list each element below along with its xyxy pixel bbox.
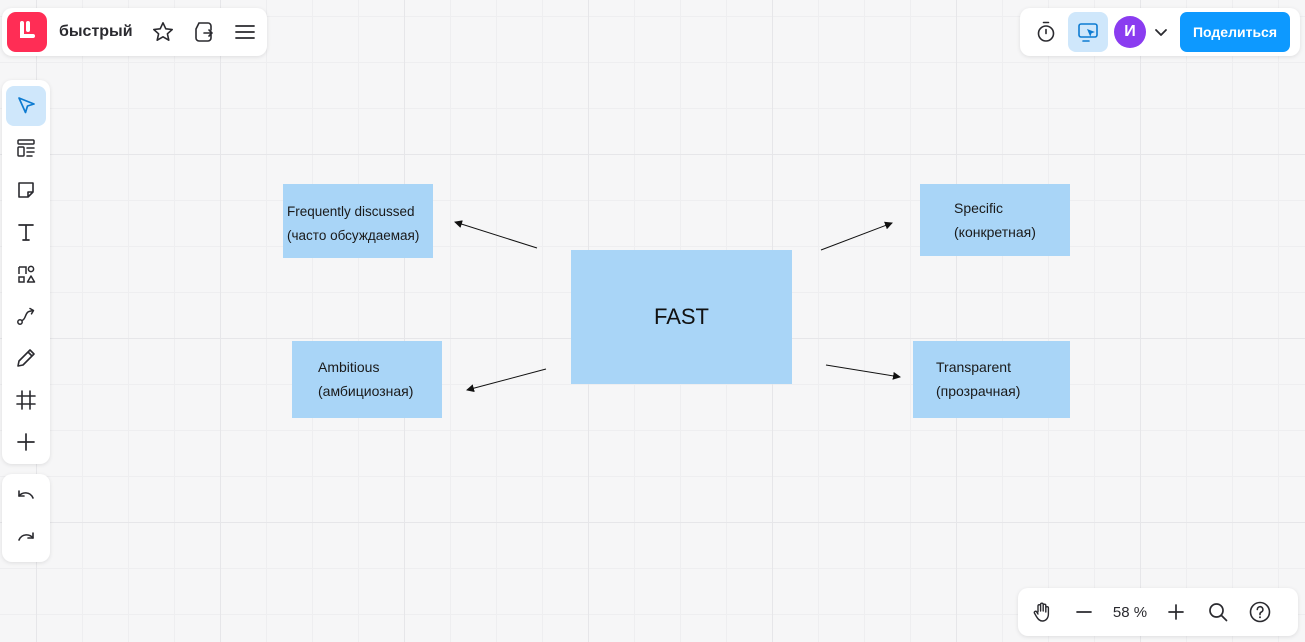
logo-icon[interactable] (7, 12, 47, 52)
board-title[interactable]: быстрый (59, 23, 133, 40)
center-sticky-note[interactable]: FAST (571, 250, 792, 384)
template-tool-icon[interactable] (6, 128, 46, 168)
star-icon[interactable] (147, 16, 179, 48)
sticky-note-transparent[interactable]: Transparent (прозрачная) (913, 341, 1070, 418)
sticky-note-frequent[interactable]: Frequently discussed (часто обсуждаемая) (283, 184, 433, 258)
sticky-note-tool-icon[interactable] (6, 170, 46, 210)
note-line: Transparent (936, 359, 1011, 375)
add-tool-icon[interactable] (6, 422, 46, 462)
frame-tool-icon[interactable] (6, 380, 46, 420)
share-button[interactable]: Поделиться (1180, 12, 1290, 52)
menu-icon[interactable] (229, 16, 261, 48)
export-icon[interactable] (187, 16, 219, 48)
sticky-note-ambitious[interactable]: Ambitious (амбициозная) (292, 341, 442, 418)
avatar[interactable]: И (1114, 16, 1146, 48)
note-line: Frequently discussed (287, 204, 415, 219)
zoom-in-icon[interactable] (1160, 596, 1192, 628)
arrow-to-ambitious (466, 368, 547, 393)
sticky-note-specific[interactable]: Specific (конкретная) (920, 184, 1070, 256)
connector-tool-icon[interactable] (6, 296, 46, 336)
select-tool-icon[interactable] (6, 86, 46, 126)
board-header: быстрый (2, 8, 267, 56)
tool-panel (2, 80, 50, 464)
note-line: (конкретная) (954, 224, 1036, 240)
note-line: (часто обсуждаемая) (287, 228, 420, 243)
zoom-level[interactable]: 58 % (1112, 603, 1148, 621)
text-tool-icon[interactable] (6, 212, 46, 252)
collaboration-bar: И Поделиться (1020, 8, 1300, 56)
arrow-to-transparent (825, 364, 901, 380)
note-line: Specific (954, 200, 1004, 216)
redo-icon[interactable] (6, 520, 46, 560)
timer-icon[interactable] (1030, 16, 1062, 48)
help-icon[interactable] (1244, 596, 1276, 628)
shapes-tool-icon[interactable] (6, 254, 46, 294)
pen-tool-icon[interactable] (6, 338, 46, 378)
note-line: (амбициозная) (318, 383, 414, 399)
zoom-bar: 58 % (1018, 588, 1298, 636)
chevron-down-icon[interactable] (1148, 16, 1174, 48)
arrow-to-specific (820, 221, 893, 251)
undo-icon[interactable] (6, 478, 46, 518)
note-line: Ambitious (318, 359, 380, 375)
note-line: (прозрачная) (936, 383, 1021, 399)
cursor-share-icon[interactable] (1068, 12, 1108, 52)
search-icon[interactable] (1202, 596, 1234, 628)
hand-icon[interactable] (1026, 596, 1058, 628)
zoom-out-icon[interactable] (1068, 596, 1100, 628)
history-panel (2, 474, 50, 562)
arrow-to-frequent (454, 220, 538, 249)
